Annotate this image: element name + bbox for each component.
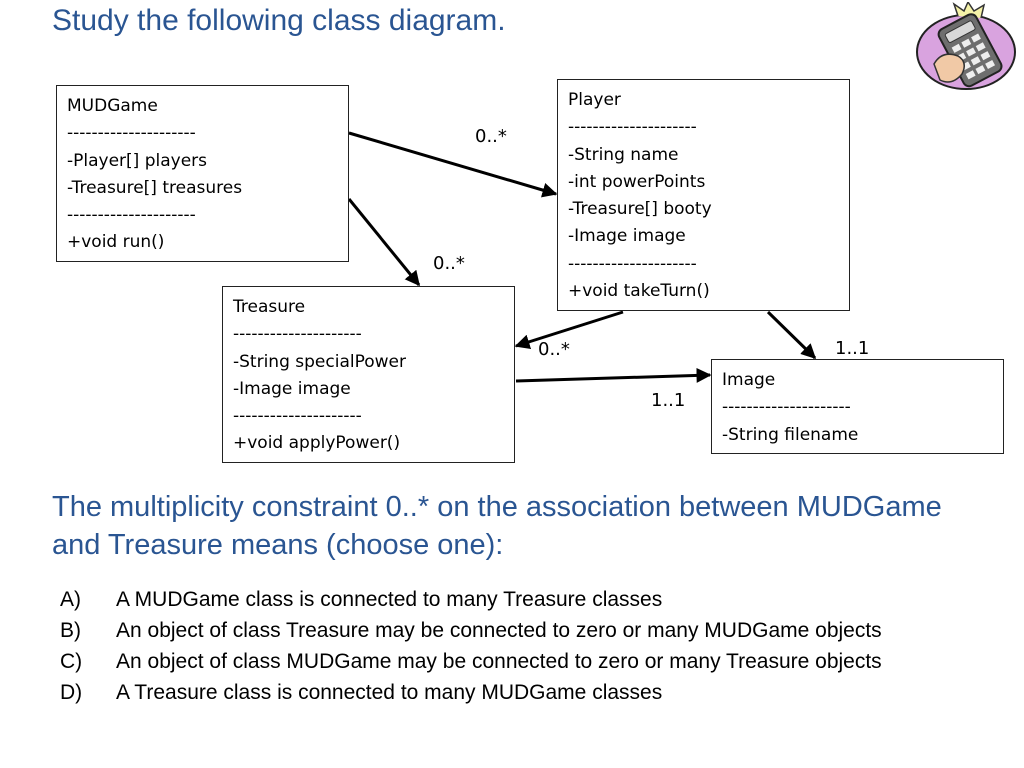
- class-name: Player: [568, 90, 621, 110]
- question-text: The multiplicity constraint 0..* on the …: [52, 491, 942, 561]
- class-mudgame: MUDGame --------------------- -Player[] …: [56, 85, 349, 262]
- attribute: -Player[] players: [67, 150, 208, 171]
- option-b[interactable]: B) An object of class Treasure may be co…: [60, 619, 890, 642]
- class-name: MUDGame: [67, 96, 158, 116]
- divider: ---------------------: [233, 324, 362, 345]
- attribute: -Image image: [233, 378, 351, 399]
- arrow-treasure-image: [515, 367, 712, 383]
- option-text: An object of class Treasure may be conne…: [116, 619, 882, 642]
- attribute: -int powerPoints: [568, 171, 706, 192]
- class-name: Image: [722, 370, 776, 390]
- attribute: -String specialPower: [233, 351, 406, 372]
- arrow-mudgame-treasure: [347, 198, 421, 287]
- divider: ---------------------: [568, 117, 697, 138]
- attribute: -Treasure[] treasures: [67, 177, 243, 198]
- option-c[interactable]: C) An object of class MUDGame may be con…: [60, 650, 890, 673]
- remote-control-icon: [916, 2, 1016, 90]
- attribute: -Image image: [568, 226, 686, 247]
- class-treasure: Treasure --------------------- -String s…: [222, 286, 515, 463]
- option-a[interactable]: A) A MUDGame class is connected to many …: [60, 588, 890, 611]
- divider: ---------------------: [233, 406, 362, 427]
- option-text: An object of class MUDGame may be connec…: [116, 650, 882, 673]
- class-image: Image --------------------- -String file…: [711, 359, 1004, 454]
- option-letter: C): [60, 650, 83, 673]
- option-letter: D): [60, 681, 83, 704]
- method: +void run(): [67, 232, 165, 253]
- arrow-mudgame-player: [348, 131, 558, 198]
- option-text: A MUDGame class is connected to many Tre…: [116, 588, 663, 611]
- divider: ---------------------: [67, 123, 196, 144]
- multiplicity-player-image: 1..1: [835, 338, 870, 359]
- method: +void takeTurn(): [568, 281, 710, 302]
- arrow-player-image: [766, 310, 817, 360]
- option-letter: B): [60, 619, 81, 642]
- divider: ---------------------: [722, 397, 851, 418]
- method: +void applyPower(): [233, 433, 401, 454]
- attribute: -Treasure[] booty: [568, 199, 712, 220]
- answer-options: A) A MUDGame class is connected to many …: [60, 588, 890, 712]
- slide-title: Study the following class diagram.: [52, 4, 506, 37]
- option-d[interactable]: D) A Treasure class is connected to many…: [60, 681, 890, 704]
- multiplicity-treasure-image: 1..1: [651, 390, 686, 411]
- attribute: -String filename: [722, 424, 859, 445]
- option-letter: A): [60, 588, 81, 611]
- divider: ---------------------: [568, 253, 697, 274]
- option-text: A Treasure class is connected to many MU…: [116, 681, 663, 704]
- arrow-player-treasure: [514, 310, 624, 350]
- multiplicity-mudgame-player: 0..*: [475, 126, 507, 147]
- class-player: Player --------------------- -String nam…: [557, 79, 850, 311]
- attribute: -String name: [568, 144, 679, 165]
- class-name: Treasure: [233, 297, 306, 317]
- multiplicity-player-treasure: 0..*: [538, 339, 570, 360]
- multiplicity-mudgame-treasure: 0..*: [433, 253, 465, 274]
- divider: ---------------------: [67, 205, 196, 226]
